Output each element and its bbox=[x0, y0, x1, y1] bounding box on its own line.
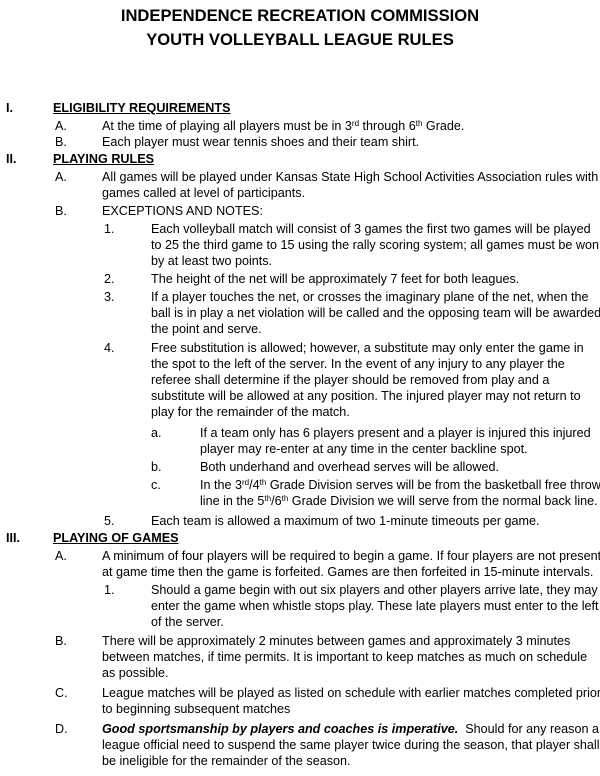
item-text-line: Good sportsmanship by players and coache… bbox=[102, 722, 599, 736]
document-title: INDEPENDENCE RECREATION COMMISSION bbox=[120, 6, 480, 25]
subitem-text-line: The height of the net will be approximat… bbox=[151, 272, 520, 286]
section-numeral: II. bbox=[6, 152, 17, 166]
subsubitem-text-line: In the 3rd/4th Grade Division serves wil… bbox=[200, 478, 600, 492]
item-text: Each player must wear tennis shoes and t… bbox=[102, 135, 420, 149]
subitem-text-line: the point and serve. bbox=[151, 322, 262, 336]
item-text-line: as possible. bbox=[102, 666, 169, 680]
subitem-text-line: Each volleyball match will consist of 3 … bbox=[151, 222, 591, 236]
section-heading: ELIGIBILITY REQUIREMENTS bbox=[53, 101, 231, 115]
subsubitem-text-line: Both underhand and overhead serves will … bbox=[200, 460, 499, 474]
subitem-marker: 5. bbox=[104, 514, 115, 528]
item-marker: C. bbox=[55, 686, 68, 700]
item-marker: A. bbox=[55, 119, 67, 133]
item-marker: B. bbox=[55, 135, 67, 149]
subitem-text-line: Should a game begin with out six players… bbox=[151, 583, 598, 597]
item-marker: B. bbox=[55, 634, 67, 648]
subitem-text-line: substitute will be allowed at any positi… bbox=[151, 389, 581, 403]
subsubitem-marker: b. bbox=[151, 460, 162, 474]
item-marker: B. bbox=[55, 204, 67, 218]
item-text-line: All games will be played under Kansas St… bbox=[102, 170, 599, 184]
item-marker: D. bbox=[55, 722, 68, 736]
subitem-marker: 3. bbox=[104, 290, 115, 304]
item-text-line: at game time then the game is forfeited.… bbox=[102, 565, 594, 579]
item-text: At the time of playing all players must … bbox=[102, 119, 465, 133]
subitem-text-line: play for the remainder of the match. bbox=[151, 405, 350, 419]
subitem-text-line: the spot to the left of the server. In t… bbox=[151, 357, 565, 371]
subitem-text-line: by at least two points. bbox=[151, 254, 273, 268]
document-subtitle: YOUTH VOLLEYBALL LEAGUE RULES bbox=[146, 30, 454, 49]
item-marker: A. bbox=[55, 170, 67, 184]
section-heading: PLAYING OF GAMES bbox=[53, 531, 179, 545]
subsubitem-text-line: If a team only has 6 players present and… bbox=[200, 426, 591, 440]
emphasis-text: Good sportsmanship by players and coache… bbox=[102, 722, 459, 736]
subsubitem-text-line: player may re-enter at any time in the c… bbox=[200, 442, 528, 456]
item-text-line: league official need to suspend the same… bbox=[102, 738, 600, 752]
subitem-marker: 1. bbox=[104, 583, 115, 597]
section-numeral: I. bbox=[6, 101, 13, 115]
section-heading: PLAYING RULES bbox=[53, 152, 155, 166]
subsubitem-marker: a. bbox=[151, 426, 162, 440]
item-text-line: between matches, if time permits. It is … bbox=[102, 650, 588, 664]
item-text-line: League matches will be played as listed … bbox=[102, 686, 600, 700]
subitem-text-line: Free substitution is allowed; however, a… bbox=[151, 341, 584, 355]
subsubitem-text-line: line in the 5th/6th Grade Division we wi… bbox=[200, 494, 598, 508]
subitem-text-line: If a player touches the net, or crosses … bbox=[151, 290, 589, 304]
subitem-text-line: of the server. bbox=[151, 615, 224, 629]
item-marker: A. bbox=[55, 549, 67, 563]
subitem-marker: 4. bbox=[104, 341, 115, 355]
item-text-line: to beginning subsequent matches bbox=[102, 702, 291, 716]
item-text-line: games called at level of participants. bbox=[102, 186, 306, 200]
subitem-marker: 1. bbox=[104, 222, 115, 236]
item-text-line: There will be approximately 2 minutes be… bbox=[102, 634, 571, 648]
subitem-text-line: enter the game when whistle stops play. … bbox=[151, 599, 599, 613]
item-text-line: A minimum of four players will be requir… bbox=[102, 549, 600, 563]
subitem-text-line: ball is in play a net violation will be … bbox=[151, 306, 600, 320]
subitem-marker: 2. bbox=[104, 272, 115, 286]
item-text-line: be ineligible for the remainder of the s… bbox=[102, 754, 351, 768]
subitem-text-line: referee shall determine if the player sh… bbox=[151, 373, 550, 387]
subitem-text-line: Each team is allowed a maximum of two 1-… bbox=[151, 514, 540, 528]
section-numeral: III. bbox=[6, 531, 20, 545]
subitem-text-line: to 25 the third game to 15 using the ral… bbox=[151, 238, 600, 252]
item-text: EXCEPTIONS AND NOTES: bbox=[102, 204, 263, 218]
subsubitem-marker: c. bbox=[151, 478, 161, 492]
